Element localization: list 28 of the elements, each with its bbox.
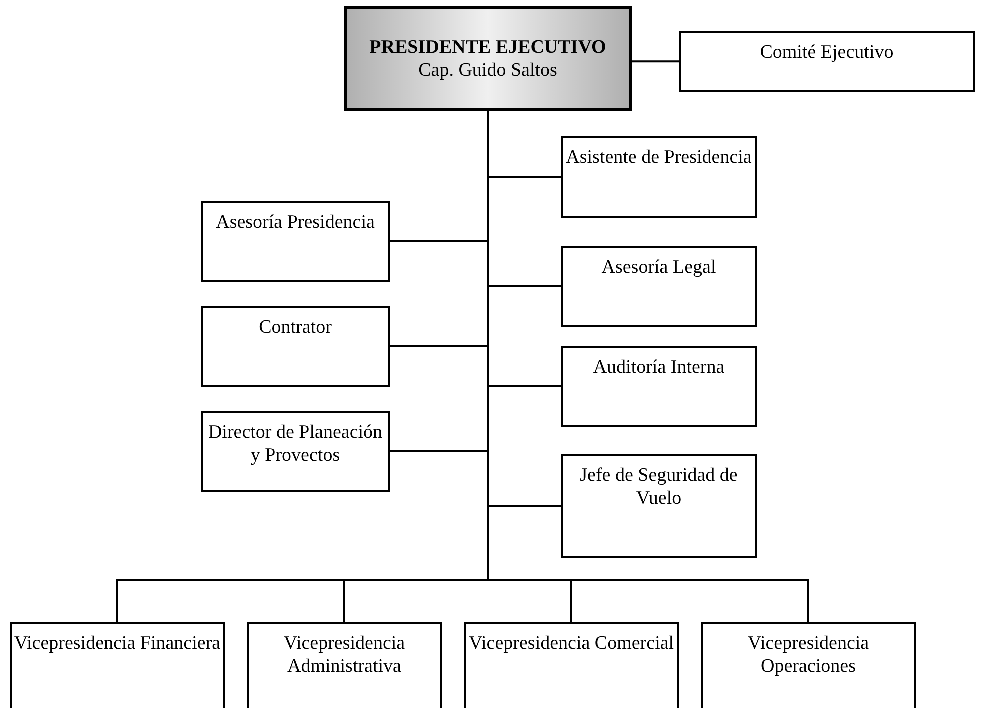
unit-box bbox=[561, 136, 757, 218]
unit-box bbox=[561, 346, 757, 427]
unit-title: Vicepresidencia Operaciones bbox=[746, 632, 870, 678]
unit-title: Contrator bbox=[259, 316, 332, 339]
unit-box bbox=[10, 622, 225, 708]
unit-title: PRESIDENTE EJECUTIVO bbox=[370, 36, 606, 58]
unit-box bbox=[701, 622, 916, 708]
unit-title: Vicepresidencia Financiera bbox=[14, 632, 221, 655]
unit-title: Asistente de Presidencia bbox=[566, 146, 752, 169]
unit-box bbox=[561, 454, 757, 558]
unit-box bbox=[201, 411, 390, 492]
unit-box bbox=[464, 622, 679, 708]
unit-title: Jefe de Seguridad de Vuelo bbox=[579, 464, 739, 510]
connector-line bbox=[632, 60, 679, 63]
unit-box bbox=[561, 246, 757, 327]
unit-box bbox=[201, 201, 390, 282]
unit-title: Auditoría Interna bbox=[593, 356, 725, 379]
unit-title: Asesoría Legal bbox=[602, 256, 716, 279]
unit-title: Director de Planeación y Provectos bbox=[207, 421, 384, 467]
unit-title: Vicepresidencia Administrativa bbox=[282, 632, 406, 678]
unit-box bbox=[247, 622, 442, 708]
unit-box bbox=[679, 31, 975, 92]
person-name: Cap. Guido Saltos bbox=[418, 58, 558, 82]
unit-title: Asesoría Presidencia bbox=[216, 211, 375, 234]
executive-box bbox=[344, 6, 632, 111]
unit-box bbox=[201, 306, 390, 387]
unit-title: Vicepresidencia Comercial bbox=[468, 632, 674, 655]
unit-title: Comité Ejecutivo bbox=[760, 41, 894, 64]
